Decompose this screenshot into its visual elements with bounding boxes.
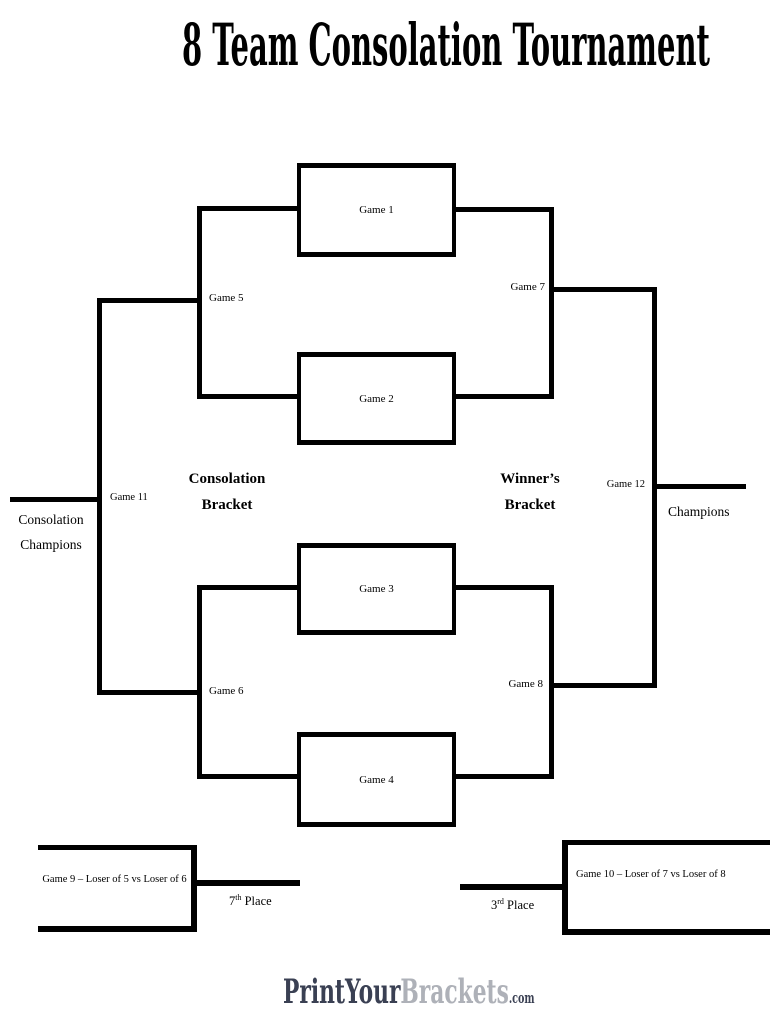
game3-right-connector-line (455, 585, 554, 590)
seventh-place-label: 7th Place (229, 892, 272, 909)
seventh-place-number: 7 (229, 894, 236, 908)
page-title: 8 Team Consolation Tournament (182, 11, 710, 79)
game1-box: Game 1 (297, 163, 456, 257)
game10-label: Game 10 – Loser of 7 vs Loser of 8 (576, 868, 726, 880)
game7-label: Game 7 (510, 281, 545, 293)
game2-label: Game 2 (359, 392, 394, 405)
printyourbrackets-logo: PrintYourBrackets.com (283, 972, 535, 1012)
consolation-champions-line1: Consolation (18, 512, 84, 527)
third-place-suffix: rd (497, 896, 504, 906)
game6-line (97, 690, 202, 695)
consolation-bracket-heading: Consolation Bracket (160, 466, 294, 518)
left-outer-vertical-line (97, 298, 102, 695)
right-bottom-pair-vertical-line (549, 585, 554, 779)
consolation-bracket-line2: Bracket (201, 497, 253, 513)
game12-label: Game 12 (606, 479, 645, 490)
third-place-label: 3rd Place (491, 896, 535, 913)
winners-bracket-heading: Winner’s Bracket (463, 466, 597, 518)
seventh-place-line (195, 880, 300, 886)
game1-left-connector-line (197, 206, 297, 211)
right-top-pair-vertical-line (549, 207, 554, 399)
game11-label: Game 11 (110, 492, 148, 503)
game4-box: Game 4 (297, 732, 456, 827)
consolation-champions-line (10, 497, 102, 502)
logo-brackets: Brackets (400, 972, 509, 1012)
game8-line (549, 683, 657, 688)
game9-label: Game 9 – Loser of 5 vs Loser of 6 (42, 873, 187, 885)
game1-right-connector-line (455, 207, 554, 212)
game2-left-connector-line (197, 394, 297, 399)
game3-label: Game 3 (359, 583, 394, 595)
seventh-place-word: Place (241, 894, 272, 908)
logo-dotcom: .com (508, 989, 535, 1007)
game10-box: Game 10 – Loser of 7 vs Loser of 8 (562, 840, 770, 935)
left-bottom-pair-vertical-line (197, 585, 202, 779)
game4-label: Game 4 (359, 773, 394, 786)
game3-box: Game 3 (297, 543, 456, 635)
champions-label: Champions (668, 504, 730, 519)
seventh-place-suffix: th (235, 892, 242, 902)
game9-box: Game 9 – Loser of 5 vs Loser of 6 (38, 845, 197, 932)
game3-left-connector-line (197, 585, 297, 590)
game5-line (97, 298, 202, 303)
game5-label: Game 5 (209, 292, 244, 304)
game6-label: Game 6 (209, 685, 244, 697)
champions-line (652, 484, 746, 489)
game2-box: Game 2 (297, 352, 456, 445)
winners-bracket-line2: Bracket (504, 497, 556, 513)
logo-printyour: PrintYour (283, 972, 401, 1012)
winners-bracket-line1: Winner’s (500, 471, 560, 487)
consolation-champions-line2: Champions (20, 537, 82, 552)
game2-right-connector-line (455, 394, 554, 399)
consolation-champions-label: Consolation Champions (1, 507, 101, 557)
third-place-word: Place (503, 898, 535, 912)
game4-left-connector-line (197, 774, 297, 779)
game1-label: Game 1 (359, 204, 394, 216)
third-place-number: 3 (491, 898, 498, 912)
game4-right-connector-line (455, 774, 554, 779)
game7-line (549, 287, 657, 292)
third-place-line (460, 884, 562, 890)
game8-label: Game 8 (508, 678, 543, 690)
consolation-bracket-line1: Consolation (188, 471, 266, 487)
